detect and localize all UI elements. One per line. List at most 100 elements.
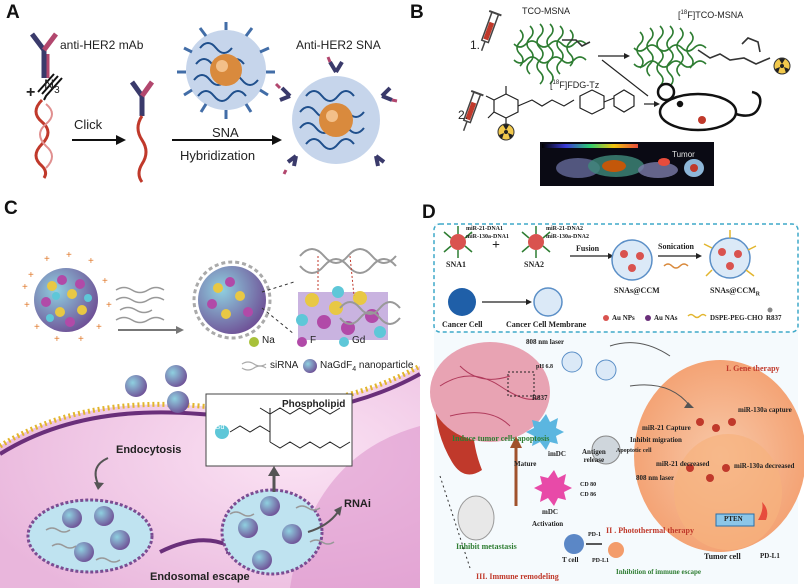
label-photothermal: II . Photothermal therapy <box>606 526 694 535</box>
label-pten: PTEN <box>724 515 743 523</box>
label-gene-therapy: I. Gene therapy <box>726 364 780 373</box>
svg-text:+: + <box>28 270 34 281</box>
legend-dspe: DSPE-PEG-CHO <box>710 314 763 322</box>
antigen-release-text: Antigen release <box>582 448 606 464</box>
legend-gd: Gd <box>352 335 366 346</box>
label-mir21-dna2: miR-21-DNA2 <box>546 226 583 232</box>
label-apoptotic-cell: Apoptotic cell <box>616 448 652 454</box>
label-hybridization: Hybridization <box>180 148 256 163</box>
label-cancer-cell: Cancer Cell <box>442 320 483 329</box>
azide-sub: 3 <box>54 84 60 96</box>
label-sonication: Sonication <box>658 242 695 251</box>
sna2-icon <box>521 226 551 258</box>
panel-label-b: B <box>410 2 424 23</box>
label-imdc: imDC <box>548 450 566 458</box>
legend-au-nas: Au NAs <box>654 314 678 322</box>
endosome-icon <box>26 498 154 574</box>
label-mir130a-decreased: miR-130a decreased <box>734 462 795 470</box>
panel-b-graphic <box>462 10 791 186</box>
label-gd-inset: Gd <box>215 424 225 431</box>
label-sna: SNA <box>212 125 239 140</box>
pd-l1-cell-icon <box>608 542 624 558</box>
svg-text:+: + <box>88 256 94 267</box>
panel-label-d: D <box>422 202 436 223</box>
legend-sirna: siRNA <box>270 360 299 371</box>
label-mir130a-dna2: miR-130a-DNA2 <box>546 234 589 240</box>
nanoparticle-icon <box>34 268 98 332</box>
sna1-icon <box>443 226 473 258</box>
svg-text:+: + <box>96 322 102 333</box>
label-antigen-release: Antigen release <box>582 448 606 464</box>
snas-ccmr-icon <box>703 230 757 279</box>
label-step-2: 2. <box>458 108 469 122</box>
label-mir21-decreased: miR-21 decreased <box>656 460 710 468</box>
label-endosomal-escape: Endosomal escape <box>150 571 250 583</box>
panel-label-a: A <box>6 2 20 23</box>
label-rnai: RNAi <box>344 498 371 510</box>
label-pdl1: PD-L1 <box>592 558 609 564</box>
t-cell-icon <box>564 534 584 554</box>
sirna-coated-nanoparticle-icon <box>192 260 272 340</box>
phospholipid-inset <box>205 393 353 467</box>
anti-her2-sna-icon <box>274 56 398 175</box>
label-f18-tco-msna: [18F]TCO-MSNA <box>678 10 743 20</box>
snas-ccmr-sub: R <box>755 291 761 298</box>
antibody-icon <box>30 32 58 78</box>
legend-nanoparticle: NaGdF4 nanoparticle <box>320 360 413 373</box>
label-anti-her2-sna: Anti-HER2 SNA <box>296 38 381 52</box>
label-pd1: PD-1 <box>588 532 601 538</box>
panel-b: B TCO-MSNA [18F]TCO-MSNA 1. 2. [18F]FDG-… <box>402 0 804 190</box>
label-pdl1-tumor: PD-L1 <box>760 552 780 560</box>
synthesis-box <box>433 223 799 333</box>
label-mature: Mature <box>514 460 537 468</box>
label-endocytosis: Endocytosis <box>116 444 182 456</box>
legend-np-sub: 4 <box>352 366 357 373</box>
label-fusion: Fusion <box>576 244 600 253</box>
legend-f: F <box>310 335 317 346</box>
dna-strand-icon <box>34 73 63 179</box>
label-induce-apoptosis: Induce tumor cells apoptosis <box>452 434 550 443</box>
nucleus <box>290 426 420 588</box>
flame-icon <box>758 502 768 520</box>
fdg-sup: 18 <box>552 80 560 86</box>
panel-label-c: C <box>4 198 18 219</box>
panel-c: ++++ ++++ ++++ <box>0 196 422 588</box>
pten-box <box>715 513 755 527</box>
legend-au-nps: Au NPs <box>612 314 635 322</box>
label-inhibition-escape: Inhibition of immune escape <box>616 568 701 576</box>
label-plus-d: + <box>492 238 500 253</box>
tco-msna-icon <box>513 23 591 85</box>
f18-tco-sup: 18 <box>680 10 688 16</box>
legend-r837: R837 <box>766 314 782 322</box>
f18-tco-post: F]TCO-MSNA <box>687 10 744 20</box>
radioactive-icon-2 <box>497 123 515 141</box>
label-mir21-dna1: miR-21-DNA1 <box>466 226 503 232</box>
svg-text:+: + <box>54 334 60 345</box>
floating-nanoparticles <box>125 365 189 413</box>
label-t-cell: T cell <box>562 556 579 564</box>
label-808-laser-2: 808 nm laser <box>636 474 675 482</box>
svg-text:+: + <box>22 282 28 293</box>
positive-charges: ++++ ++++ ++++ <box>22 250 112 345</box>
svg-text:+: + <box>34 322 40 333</box>
pet-image-icon <box>540 142 714 186</box>
legend-f-dot <box>297 337 307 347</box>
cancer-cell-membrane-icon <box>533 287 563 317</box>
svg-text:+: + <box>78 334 84 345</box>
snas-ccmr-text: SNAs@CCM <box>710 286 756 295</box>
label-cd80: CD 80 <box>580 482 597 488</box>
tumor-tissue <box>430 342 550 442</box>
label-sna1: SNA1 <box>446 260 467 269</box>
radioactive-icon <box>773 57 791 75</box>
fdg-pre: [ <box>550 80 553 90</box>
svg-text:+: + <box>44 254 50 265</box>
label-cd86: CD 86 <box>580 492 597 498</box>
legend-np-pre: NaGdF <box>320 360 353 371</box>
syringe-icon-2 <box>462 90 484 132</box>
label-cancer-cell-membrane: Cancer Cell Membrane <box>506 320 587 329</box>
legend-sirna-icon <box>241 361 267 371</box>
label-inhibit-migration: Inhibit migration <box>630 436 682 444</box>
mdc-icon <box>534 470 572 506</box>
f18-tco-msna-icon <box>633 25 771 87</box>
azide-n: N <box>44 76 55 92</box>
